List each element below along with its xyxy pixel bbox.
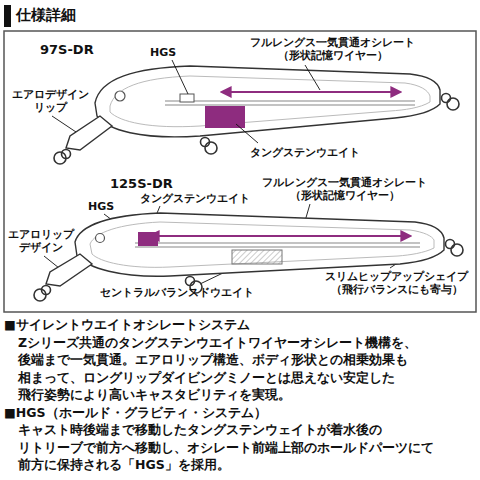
model-name: 97S-DR xyxy=(40,42,94,57)
description-text: キャスト時後端まで移動したタングステンウェイトが着水後の リトリーブで前方へ移動… xyxy=(4,421,474,474)
title-bar xyxy=(4,5,11,27)
part-name: HGS xyxy=(150,46,176,59)
model-name: 125S-DR xyxy=(110,176,173,191)
part-name: セントラルバランスドウエイト xyxy=(100,286,254,299)
part-name: エアロリップ デザイン xyxy=(8,228,74,254)
part-name: スリムヒップアップシェイプ （飛行バランスにも寄与） xyxy=(325,270,468,296)
description: ■サイレントウエイトオシレートシステムZシリーズ共通のタングステンウエイトワイヤ… xyxy=(4,316,474,474)
section-heading: ■HGS（ホールド・グラビティ・システム） xyxy=(4,404,474,422)
spec-frame xyxy=(4,31,476,312)
part-name: タングステンウエイト xyxy=(140,192,250,205)
section-title: 仕様詳細 xyxy=(16,4,76,26)
part-name: タングステンウエイト xyxy=(250,146,360,159)
lure-97 xyxy=(54,66,459,164)
part-name: エアロデザイン リップ xyxy=(12,88,89,114)
description-text: Zシリーズ共通のタングステンウエイトワイヤーオシレート機構を、 後端まで一気貫通… xyxy=(4,334,474,404)
part-name: フルレングス一気貫通オシレート （形状記憶ワイヤー） xyxy=(250,36,415,62)
part-name: フルレングス一気貫通オシレート （形状記憶ワイヤー） xyxy=(262,176,427,202)
part-name: HGS xyxy=(88,200,114,213)
section-heading: ■サイレントウエイトオシレートシステム xyxy=(4,316,474,334)
